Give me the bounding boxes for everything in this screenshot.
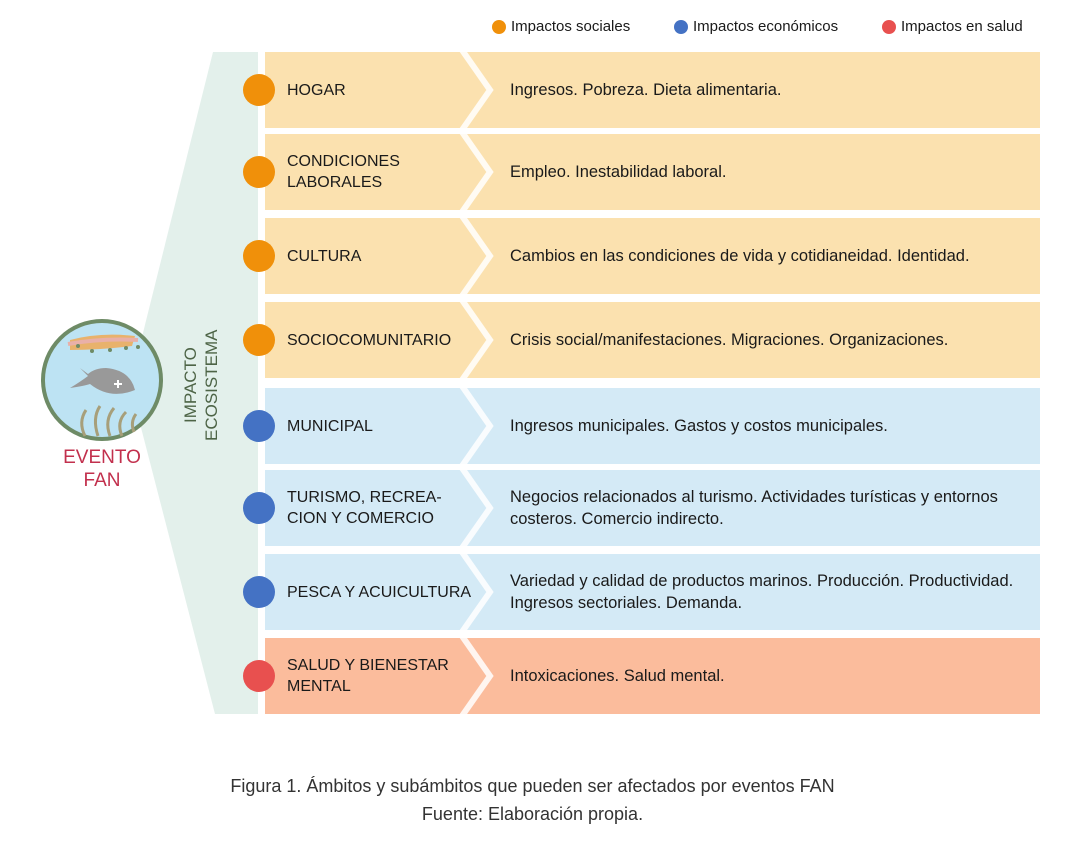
event-label-line2: FAN	[83, 470, 121, 491]
row-chevron-bg	[265, 388, 1040, 464]
health-impact-dot-icon	[243, 660, 275, 692]
row-category: CONDICIONES LABORALES	[287, 153, 400, 191]
legend-economic: Impactos económicos	[674, 18, 838, 35]
row-chevron-bg	[265, 302, 1040, 378]
social-impact-dot-icon	[243, 240, 275, 272]
row-category: MUNICIPAL	[287, 417, 373, 435]
ecosystem-label-line1: IMPACTO	[181, 347, 200, 423]
impact-row: CULTURA Cambios en las condiciones de vi…	[265, 218, 1040, 294]
row-chevron-bg	[265, 52, 1040, 128]
economic-impact-dot-icon	[243, 576, 275, 608]
row-description: Ingresos municipales. Gastos y costos mu…	[510, 417, 888, 435]
legend-health: Impactos en salud	[882, 18, 1023, 35]
row-description: Negocios relacionados al turismo. Activi…	[510, 488, 998, 528]
figure-caption: Figura 1. Ámbitos y subámbitos que puede…	[230, 776, 835, 796]
blue-dot-icon	[674, 19, 688, 34]
row-category: SALUD Y BIENESTAR MENTAL	[287, 657, 449, 695]
row-category: CULTURA	[287, 247, 362, 265]
row-description: Ingresos. Pobreza. Dieta alimentaria.	[510, 81, 782, 99]
red-dot-icon	[882, 19, 896, 34]
impact-row: SOCIOCOMUNITARIO Crisis social/manifesta…	[265, 302, 1040, 378]
row-description: Cambios en las condiciones de vida y cot…	[510, 247, 970, 265]
economic-impact-dot-icon	[243, 492, 275, 524]
orange-dot-icon	[492, 19, 506, 34]
impact-row: MUNICIPAL Ingresos municipales. Gastos y…	[265, 388, 1040, 464]
legend-label: Impactos económicos	[693, 18, 839, 35]
event-label-line1: EVENTO	[63, 447, 141, 468]
legend-label: Impactos en salud	[901, 18, 1023, 35]
impact-row: HOGAR Ingresos. Pobreza. Dieta alimentar…	[265, 52, 1040, 128]
row-chevron-bg	[265, 638, 1040, 714]
row-chevron-bg	[265, 218, 1040, 294]
row-category: PESCA Y ACUICULTURA	[287, 583, 472, 601]
row-description: Crisis social/manifestaciones. Migracion…	[510, 331, 949, 349]
impact-row: SALUD Y BIENESTAR MENTAL Intoxicaciones.…	[265, 638, 1040, 714]
social-impact-dot-icon	[243, 156, 275, 188]
legend-label: Impactos sociales	[511, 18, 631, 35]
impact-row: PESCA Y ACUICULTURA Variedad y calidad d…	[265, 554, 1040, 630]
row-category: HOGAR	[287, 81, 346, 99]
row-chevron-bg	[265, 554, 1040, 630]
social-impact-dot-icon	[243, 324, 275, 356]
economic-impact-dot-icon	[243, 410, 275, 442]
social-impact-dot-icon	[243, 74, 275, 106]
row-category: TURISMO, RECREA-CION Y COMERCIO	[287, 489, 442, 527]
impact-row: TURISMO, RECREA-CION Y COMERCIO Negocios…	[265, 470, 1040, 546]
fish-event-icon	[41, 319, 163, 441]
impact-row: CONDICIONES LABORALES Empleo. Inestabili…	[265, 134, 1040, 210]
legend-social: Impactos sociales	[492, 18, 630, 35]
row-chevron-bg	[265, 470, 1040, 546]
ecosystem-label-line2: ECOSISTEMA	[202, 329, 221, 441]
row-category: SOCIOCOMUNITARIO	[287, 331, 452, 349]
row-description: Intoxicaciones. Salud mental.	[510, 667, 725, 685]
row-chevron-bg	[265, 134, 1040, 210]
row-description: Variedad y calidad de productos marinos.…	[510, 572, 1014, 612]
figure-source: Fuente: Elaboración propia.	[421, 804, 644, 824]
row-description: Empleo. Inestabilidad laboral.	[510, 163, 727, 181]
